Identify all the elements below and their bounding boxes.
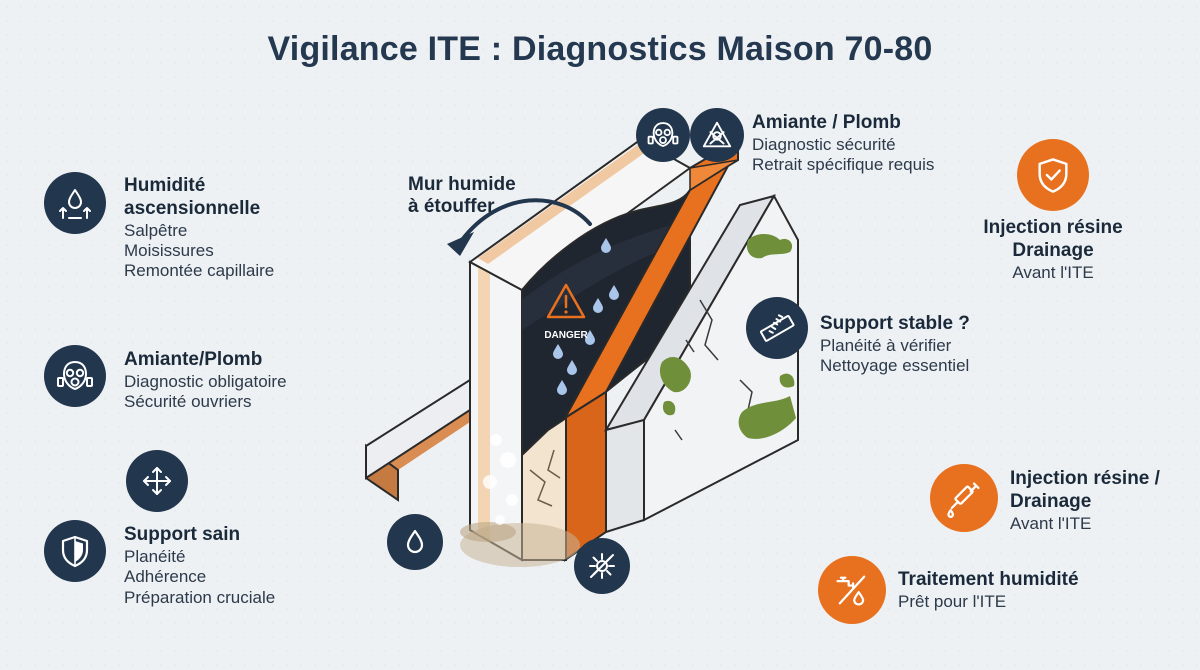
top-callout-line: Retrait spécifique requis <box>752 155 935 175</box>
danger-warning-icon <box>546 283 586 319</box>
shield-check-icon <box>1017 139 1089 211</box>
ruler-icon <box>746 297 808 359</box>
left-block-humidity: Humidité ascensionnelle Salpêtre Moisiss… <box>124 175 314 282</box>
left-block-asbestos: Amiante/Plomb Diagnostic obligatoire Séc… <box>124 349 324 413</box>
support-callout: Support stable ? Planéité à vérifier Net… <box>820 313 1040 377</box>
shield-icon <box>44 520 106 582</box>
top-callout-line: Diagnostic sécurité <box>752 134 896 154</box>
left-block-heading: Humidité ascensionnelle <box>124 175 261 219</box>
salt-efflorescence <box>460 434 580 567</box>
left-block-line: Diagnostic obligatoire <box>124 371 287 391</box>
wet-wall-label-text: Mur humide à étouffer <box>408 174 516 217</box>
right-block-heading: Injection résine Drainage <box>983 217 1123 261</box>
evaporation-arrow <box>447 198 592 256</box>
right-block-heading: Traitement humidité <box>898 569 1079 590</box>
right-block-heading: Injection résine / Drainage <box>1010 468 1160 512</box>
left-block-line: Préparation cruciale <box>124 587 276 607</box>
right-block-line: Avant l'ITE <box>1012 262 1094 282</box>
water-drop-icon <box>387 514 443 570</box>
toxic-skull-icon <box>690 108 744 162</box>
top-callout-heading: Amiante / Plomb <box>752 112 901 133</box>
gas-mask-icon <box>636 108 690 162</box>
water-rising-icon <box>44 172 106 234</box>
gas-mask-icon <box>44 345 106 407</box>
syringe-icon <box>930 464 998 532</box>
left-block-line: Adhérence <box>124 567 207 587</box>
left-block-support: Support sain Planéité Adhérence Préparat… <box>124 524 324 608</box>
no-mold-icon <box>574 538 630 594</box>
top-callout-asbestos: Amiante / Plomb Diagnostic sécurité Retr… <box>752 112 972 176</box>
page-title: Vigilance ITE : Diagnostics Maison 70-80 <box>267 30 933 68</box>
left-block-heading: Amiante/Plomb <box>124 349 263 370</box>
left-block-line: Moisissures <box>124 240 214 260</box>
right-block-treatment: Traitement humidité Prêt pour l'ITE <box>898 569 1108 612</box>
move-arrows-icon <box>126 450 188 512</box>
left-block-line: Planéité <box>124 546 186 566</box>
left-block-line: Remontée capillaire <box>124 261 275 281</box>
support-callout-line: Planéité à vérifier <box>820 335 952 355</box>
support-callout-heading: Support stable ? <box>820 313 970 334</box>
right-block-injection: Injection résine / Drainage Avant l'ITE <box>1010 468 1180 534</box>
right-block-injection-top: Injection résine Drainage Avant l'ITE <box>953 217 1153 283</box>
right-block-line: Prêt pour l'ITE <box>898 591 1007 611</box>
left-block-line: Salpêtre <box>124 220 188 240</box>
danger-label: DANGER <box>544 330 588 341</box>
water-droplets <box>553 238 619 395</box>
moss-patches <box>659 234 796 439</box>
left-block-heading: Support sain <box>124 524 241 545</box>
right-block-line: Avant l'ITE <box>1010 513 1092 533</box>
wet-wall-label: Mur humide à étouffer <box>408 174 518 218</box>
support-callout-line: Nettoyage essentiel <box>820 356 970 376</box>
no-tap-water-icon <box>818 556 886 624</box>
left-block-line: Sécurité ouvriers <box>124 392 252 412</box>
wall-cross-section-illustration: DANGER <box>365 138 799 567</box>
